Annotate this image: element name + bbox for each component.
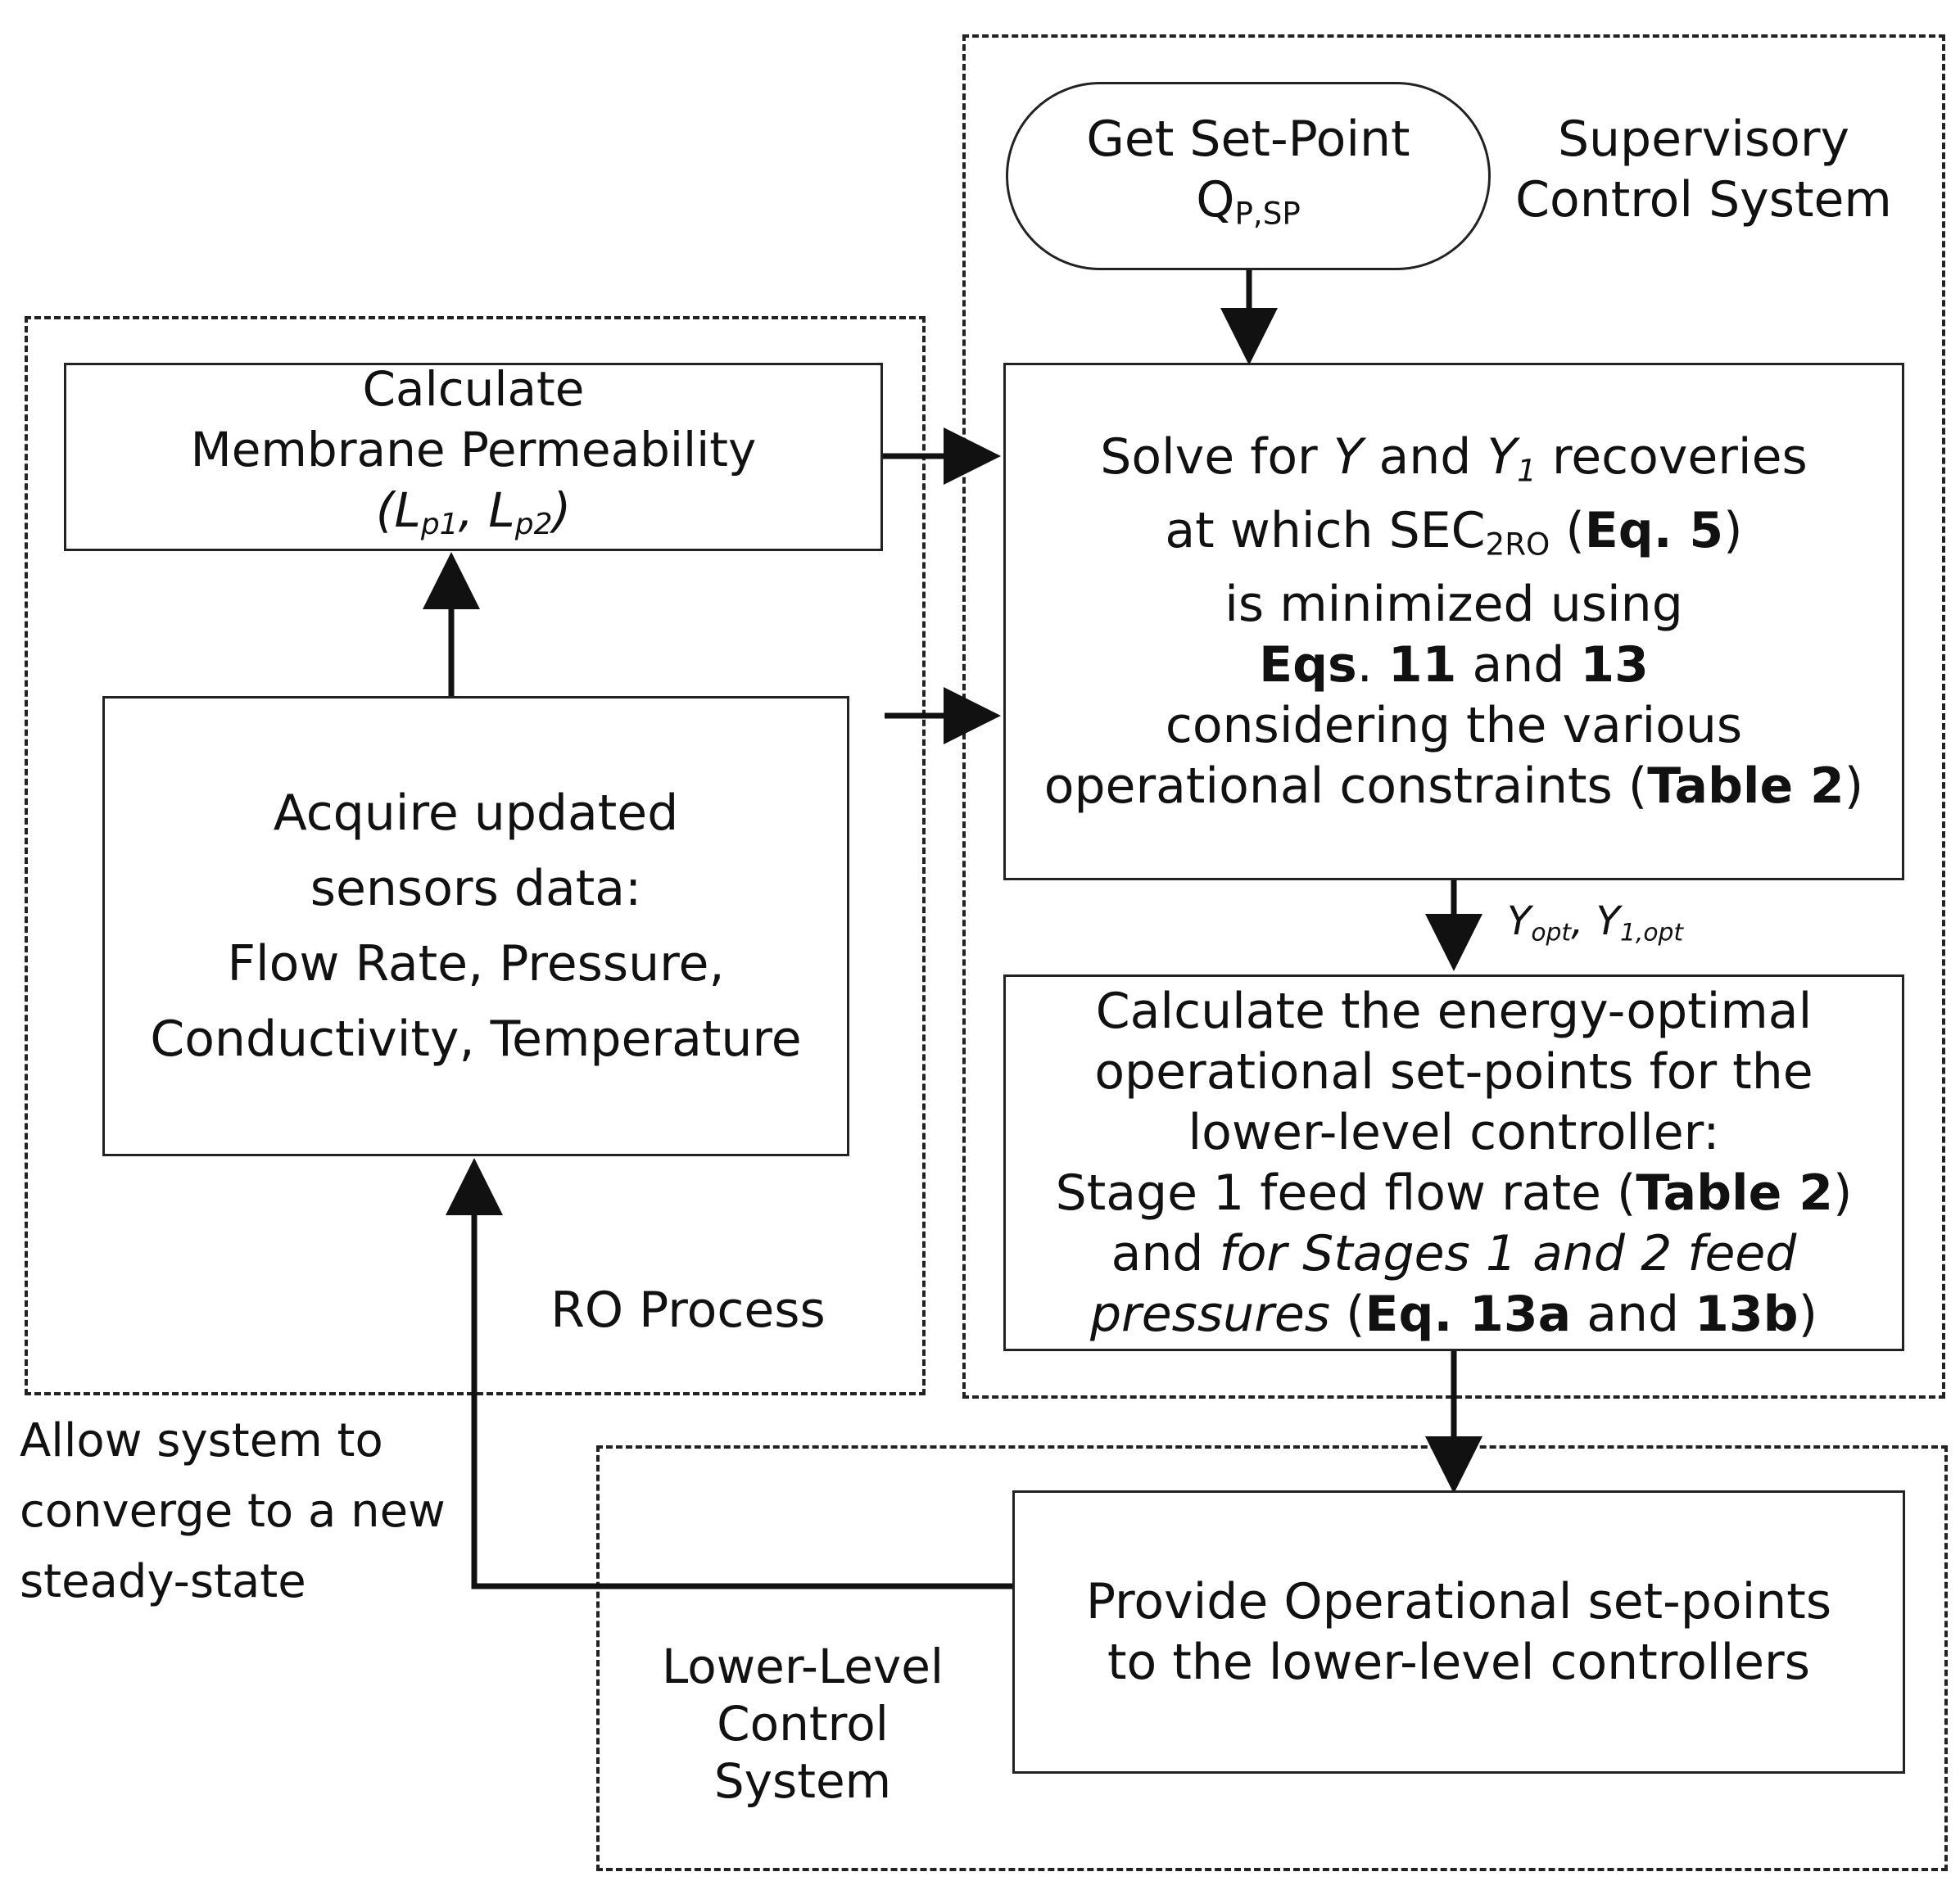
permeability-line1: Calculate — [362, 361, 585, 418]
calculate-set-points-box: Calculate the energy-optimal operational… — [1003, 974, 1904, 1351]
optimal-recoveries-label: Yopt, Y1,opt — [1507, 898, 1684, 947]
ro-process-label: RO Process — [550, 1282, 826, 1339]
solve-line2: at which SEC2RO (Eq. 5) — [1165, 502, 1743, 563]
solve-recoveries-box: Solve for Y and Y1 recoveries at which S… — [1003, 363, 1904, 880]
calc-line1: Calculate the energy-optimal — [1095, 983, 1813, 1040]
sensors-line4: Conductivity, Temperature — [150, 1011, 802, 1068]
calc-line4: Stage 1 feed flow rate (Table 2) — [1055, 1164, 1853, 1222]
lower-level-control-region — [596, 1445, 1948, 1871]
provide-line1: Provide Operational set-points — [1085, 1573, 1832, 1630]
calc-line2: operational set-points for the — [1094, 1043, 1813, 1101]
solve-line4: Eqs. 11 and 13 — [1259, 636, 1649, 694]
supervisory-region-label: Supervisory Control System — [1515, 111, 1892, 228]
set-point-symbol: QP,SP — [1196, 170, 1301, 232]
membrane-permeability-box: Calculate Membrane Permeability (Lp1, Lp… — [64, 361, 883, 551]
permeability-symbols: (Lp1, Lp2) — [375, 482, 572, 541]
sensors-line1: Acquire updated — [273, 784, 679, 842]
provide-set-points-box: Provide Operational set-points to the lo… — [1012, 1490, 1905, 1774]
calc-line5: and for Stages 1 and 2 feed — [1111, 1225, 1797, 1282]
provide-line2: to the lower-level controllers — [1107, 1634, 1810, 1691]
solve-line6: operational constraints (Table 2) — [1043, 757, 1864, 816]
get-set-point-label: Get Set-Point — [1086, 110, 1410, 168]
converge-steady-state-label: Allow system to converge to a new steady… — [20, 1414, 446, 1608]
lower-level-region-label: Lower-Level Control System — [661, 1639, 944, 1809]
acquire-sensors-box: Acquire updated sensors data: Flow Rate,… — [102, 696, 849, 1156]
sensors-line2: sensors data: — [310, 860, 642, 917]
calc-line3: lower-level controller: — [1188, 1104, 1720, 1161]
solve-line3: is minimized using — [1224, 576, 1683, 634]
arrow-feedback-to-sensors — [446, 1158, 1014, 1589]
solve-line5: considering the various — [1165, 697, 1743, 755]
permeability-line2: Membrane Permeability — [190, 422, 757, 478]
solve-line1: Solve for Y and Y1 recoveries — [1100, 427, 1808, 488]
get-set-point-node: Get Set-Point QP,SP — [1006, 82, 1491, 270]
sensors-line3: Flow Rate, Pressure, — [227, 935, 725, 992]
calc-line6: pressures (Eq. 13a and 13b) — [1089, 1286, 1818, 1343]
